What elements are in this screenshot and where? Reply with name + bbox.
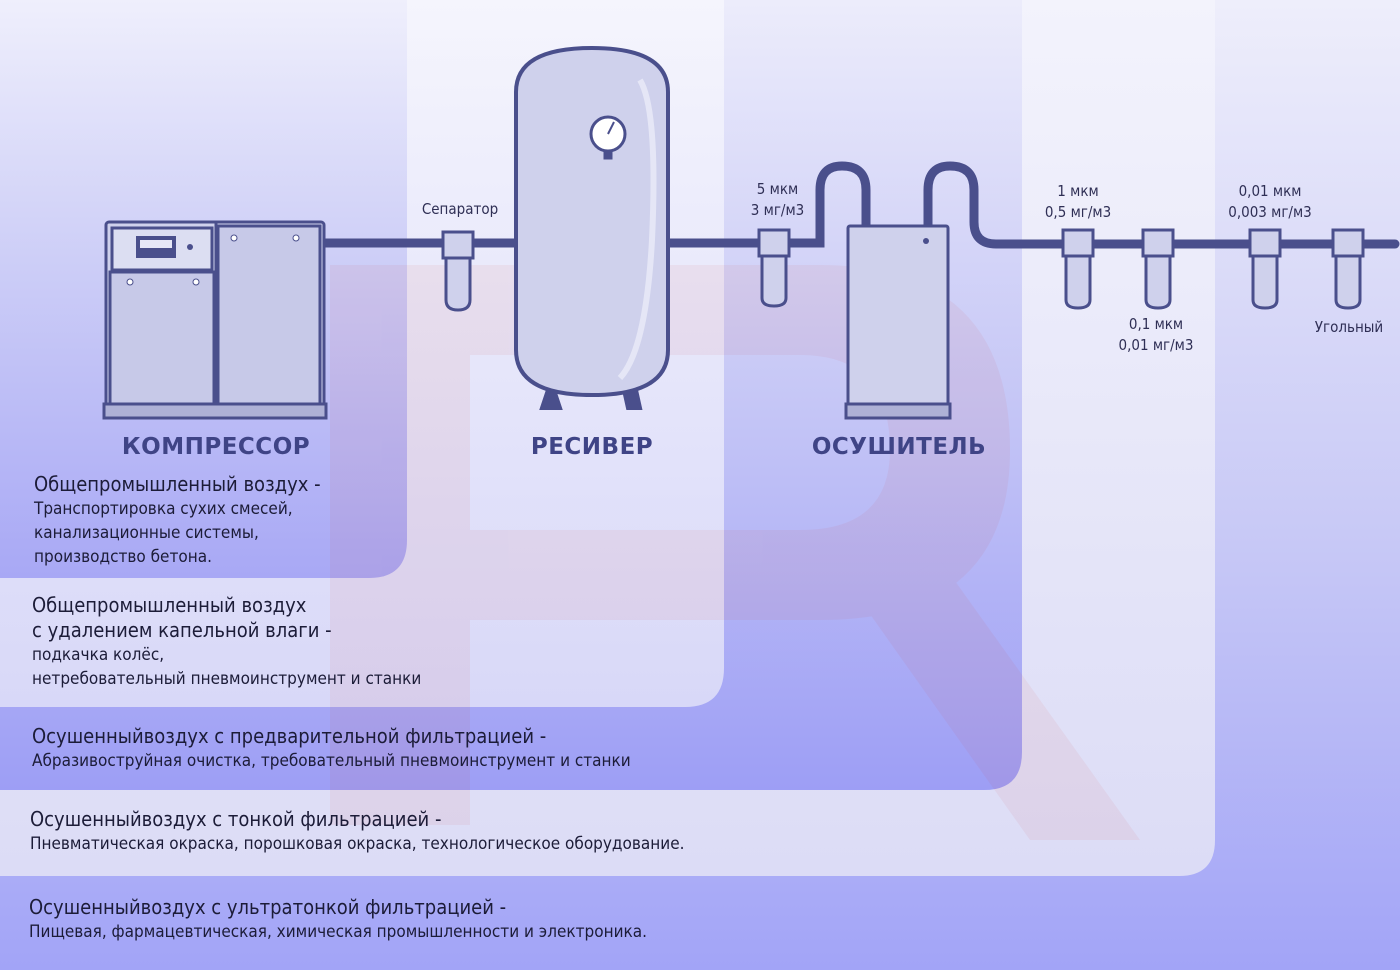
zone-1-line-2: канализационные системы,	[34, 523, 259, 543]
receiver-title: РЕСИВЕР	[530, 434, 654, 460]
filter-0-1um	[1141, 228, 1175, 310]
zone-2-line-2: нетребовательный пневмоинструмент и стан…	[32, 669, 422, 689]
zone-2-line-1: подкачка колёс,	[32, 645, 165, 665]
carbon-filter-label: Угольный	[1314, 318, 1384, 336]
zone-1-text: Общепромышленный воздух - Транспортировк…	[34, 472, 321, 569]
receiver	[514, 45, 670, 410]
zone-3-line-1: Абразивоструйная очистка, требовательный…	[32, 751, 631, 771]
filter-0-01um-size: 0,01 мкм	[1238, 182, 1302, 200]
compressor-title: КОМПРЕССОР	[121, 434, 311, 460]
zone-2-heading-2: с удалением капельной влаги -	[32, 618, 332, 642]
zone-1-line-1: Транспортировка сухих смесей,	[34, 499, 293, 519]
filter-1um-size: 1 мкм	[1057, 182, 1099, 200]
filter-0-01um-label: 0,01 мкм 0,003 мг/м3	[1214, 181, 1326, 223]
carbon-filter	[1331, 228, 1365, 310]
zone-5-line-1: Пищевая, фармацевтическая, химическая пр…	[29, 922, 648, 942]
filter-1um	[1061, 228, 1095, 310]
separator-filter	[441, 230, 475, 312]
dryer-title: ОСУШИТЕЛЬ	[811, 434, 987, 460]
filter-0-1um-oil: 0,01 мг/м3	[1118, 336, 1194, 354]
compressor-panel	[126, 234, 300, 286]
zone-4-text: Осушенныйвоздух с тонкой фильтрацией - П…	[30, 807, 684, 856]
dryer	[844, 224, 952, 420]
zone-1-heading: Общепромышленный воздух -	[34, 472, 321, 496]
zone-2-heading-1: Общепромышленный воздух	[32, 593, 307, 617]
filter-1um-label: 1 мкм 0,5 мг/м3	[1028, 181, 1128, 223]
filter-1um-oil: 0,5 мг/м3	[1044, 203, 1112, 221]
zone-3-text: Осушенныйвоздух с предварительной фильтр…	[32, 724, 631, 773]
filter-0-01um-oil: 0,003 мг/м3	[1228, 203, 1312, 221]
filter-5um-oil: 3 мг/м3	[750, 201, 805, 219]
separator-label: Сепаратор	[421, 200, 499, 218]
filter-0-1um-size: 0,1 мкм	[1128, 315, 1184, 333]
filter-5um-label: 5 мкм 3 мг/м3	[730, 179, 825, 221]
compressor	[102, 220, 328, 420]
zone-5-text: Осушенныйвоздух с ультратонкой фильтраци…	[29, 895, 647, 944]
zone-5-heading: Осушенныйвоздух с ультратонкой фильтраци…	[29, 895, 507, 919]
filter-5um-size: 5 мкм	[756, 180, 799, 198]
filter-5um	[757, 228, 791, 308]
zone-4-heading: Осушенныйвоздух с тонкой фильтрацией -	[30, 807, 442, 831]
pressure-gauge-icon	[589, 115, 627, 160]
zone-4-line-1: Пневматическая окраска, порошковая окрас…	[30, 834, 685, 854]
filter-0-01um	[1248, 228, 1282, 310]
zone-1-line-3: производство бетона.	[34, 547, 212, 567]
zone-2-text: Общепромышленный воздух с удалением капе…	[32, 593, 421, 691]
zone-3-heading: Осушенныйвоздух с предварительной фильтр…	[32, 724, 547, 748]
filter-0-1um-label: 0,1 мкм 0,01 мг/м3	[1104, 314, 1208, 356]
pipeline	[315, 161, 1400, 249]
